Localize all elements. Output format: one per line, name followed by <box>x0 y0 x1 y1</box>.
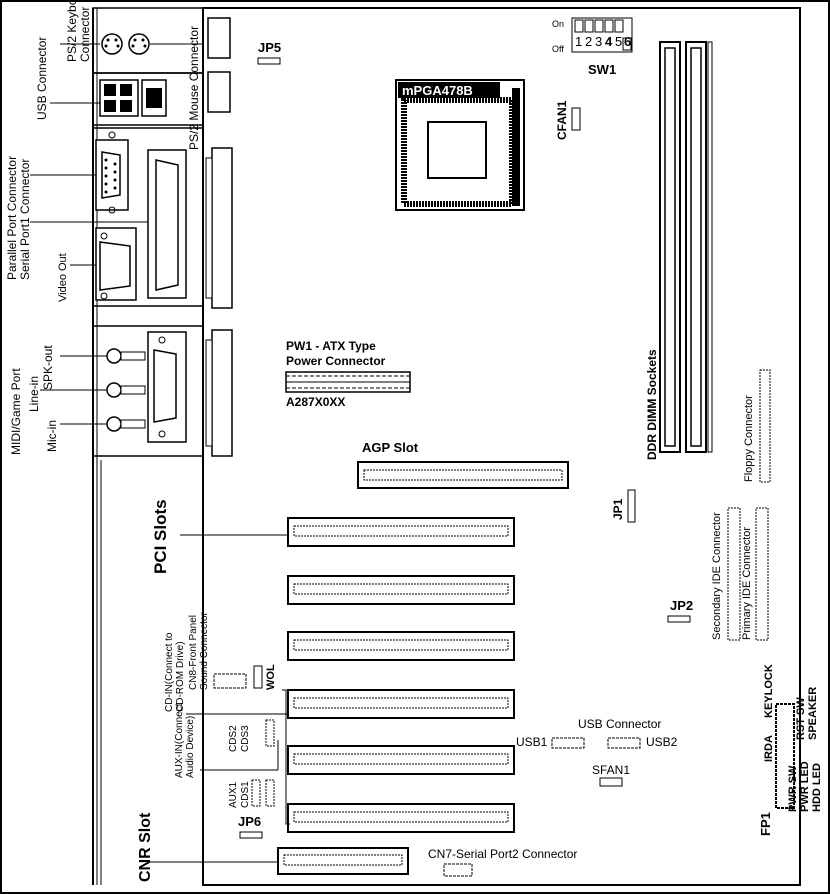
front-panel-header <box>775 703 795 809</box>
ps2-keyboard-connector <box>101 33 123 55</box>
parallel-port <box>147 149 187 299</box>
serial-port-1 <box>95 131 129 214</box>
pwr-sw-label: PWR SW <box>787 765 799 812</box>
ddr-dimm-sockets <box>659 41 713 453</box>
video-out-label: Video Out <box>57 253 69 302</box>
ddr-dimm-label: DDR DIMM Sockets <box>645 349 659 460</box>
floppy-label: Floppy Connector <box>743 395 755 482</box>
line-in-label: Line-in <box>27 376 41 412</box>
svg-text:5: 5 <box>615 34 622 49</box>
rst-sw-label: RST SW <box>795 697 807 740</box>
vga-port <box>95 227 137 301</box>
board-outline <box>202 7 801 886</box>
cds3-label: CDS3 <box>240 725 251 752</box>
usb1-header <box>551 737 585 749</box>
irda-label: IRDA <box>763 735 775 762</box>
jp5-jumper <box>257 57 281 65</box>
cd-in-label: CD-IN(Connect to CD-ROM Drive) <box>164 630 186 712</box>
cnr-slot-label: CNR Slot <box>137 812 154 882</box>
audio-jacks <box>106 348 146 432</box>
jp1-label: JP1 <box>611 498 625 520</box>
cn7-label: CN7-Serial Port2 Connector <box>428 847 577 861</box>
game-header <box>205 329 233 457</box>
sw1-switch <box>571 17 633 53</box>
agp-slot-label: AGP Slot <box>362 440 419 455</box>
svg-text:2: 2 <box>585 34 592 49</box>
cfan1-label: CFAN1 <box>555 100 569 140</box>
aux-header <box>251 779 261 807</box>
usb2-header <box>607 737 641 749</box>
sw1-label: SW1 <box>588 62 616 77</box>
jp2-jumper <box>667 615 691 623</box>
wol-header <box>253 665 263 689</box>
agp-slot <box>357 461 569 489</box>
usb-connector-label: USB Connector <box>35 37 49 120</box>
lan-port <box>141 79 167 117</box>
cds1-label: CDS1 <box>240 781 251 808</box>
sw1-on-label: On <box>552 19 564 29</box>
midi-game-label: MIDI/Game Port <box>9 368 23 455</box>
speaker-label: SPEAKER <box>807 687 819 740</box>
cds2-label: CDS2 <box>228 725 239 752</box>
svg-text:6: 6 <box>624 34 631 49</box>
ps2-header-bottom <box>207 71 231 113</box>
io-block-ports <box>92 127 204 307</box>
secondary-ide-connector <box>727 507 741 641</box>
hdd-led-label: HDD LED <box>811 763 823 812</box>
fp1-label: FP1 <box>758 812 773 836</box>
ps2-mouse-label: PS/2 Mouse Connector <box>187 26 201 150</box>
aux-in-label: AUX-IN(Connect Audio Device) <box>174 701 196 778</box>
spk-out-label: SPK-out <box>41 345 55 390</box>
jp6-jumper <box>239 831 263 839</box>
usb-ports <box>99 79 139 117</box>
jp2-label: JP2 <box>670 598 693 613</box>
sfan1-header <box>599 777 623 787</box>
usb-connector-header-label: USB Connector <box>578 717 661 731</box>
parallel-header <box>205 147 233 309</box>
mic-in-label: Mic-in <box>45 420 59 452</box>
io-block-audio <box>92 325 204 457</box>
usb2-label: USB2 <box>646 735 678 749</box>
cnr-slot <box>277 847 409 875</box>
secondary-ide-label: Secondary IDE Connector <box>711 512 723 640</box>
svg-text:3: 3 <box>595 34 602 49</box>
jp1-jumper <box>627 489 636 523</box>
parallel-serial-label: Parallel Port Connector Serial Port1 Con… <box>5 153 32 280</box>
sw1-numbers: 1 2 3 4 5 6 <box>575 34 631 49</box>
keylock-label: KEYLOCK <box>763 664 775 718</box>
atx-power-connector <box>285 371 411 393</box>
ps2-keyboard-label: PS/2 Keyboard Connector <box>65 0 92 62</box>
cpu-socket <box>395 79 525 211</box>
aux1-label: AUX1 <box>228 781 239 808</box>
cfan1-header <box>571 107 581 131</box>
svg-text:1: 1 <box>575 34 582 49</box>
pci-slots-label: PCI Slots <box>151 499 170 574</box>
sw1-off-label: Off <box>552 44 564 54</box>
ps2-mouse-connector <box>128 33 150 55</box>
jp6-label: JP6 <box>238 814 261 829</box>
pw1-label: PW1 - ATX Type Power Connector <box>286 339 386 368</box>
pci-slots <box>287 517 515 833</box>
primary-ide-connector <box>755 507 769 641</box>
svg-text:4: 4 <box>605 34 613 49</box>
cn8-label: CN8-Front Panel Sound Connector <box>188 611 210 690</box>
primary-ide-label: Primary IDE Connector <box>741 527 753 640</box>
jp5-label: JP5 <box>258 40 281 55</box>
cpu-socket-label: mPGA478B <box>402 83 473 98</box>
cds1-header <box>265 779 275 807</box>
ps2-header-top <box>207 17 231 59</box>
wol-label: WOL <box>265 664 277 690</box>
floppy-connector <box>759 369 771 483</box>
io-block-usb <box>92 72 204 126</box>
cds-header-top <box>265 719 275 747</box>
pwr-led-label: PWR LED <box>799 761 811 812</box>
usb1-label: USB1 <box>516 735 548 749</box>
sfan1-label: SFAN1 <box>592 763 630 777</box>
cn8-header <box>213 673 247 689</box>
game-port <box>147 331 187 443</box>
cn7-header <box>443 863 473 877</box>
a287-label: A287X0XX <box>286 395 345 409</box>
